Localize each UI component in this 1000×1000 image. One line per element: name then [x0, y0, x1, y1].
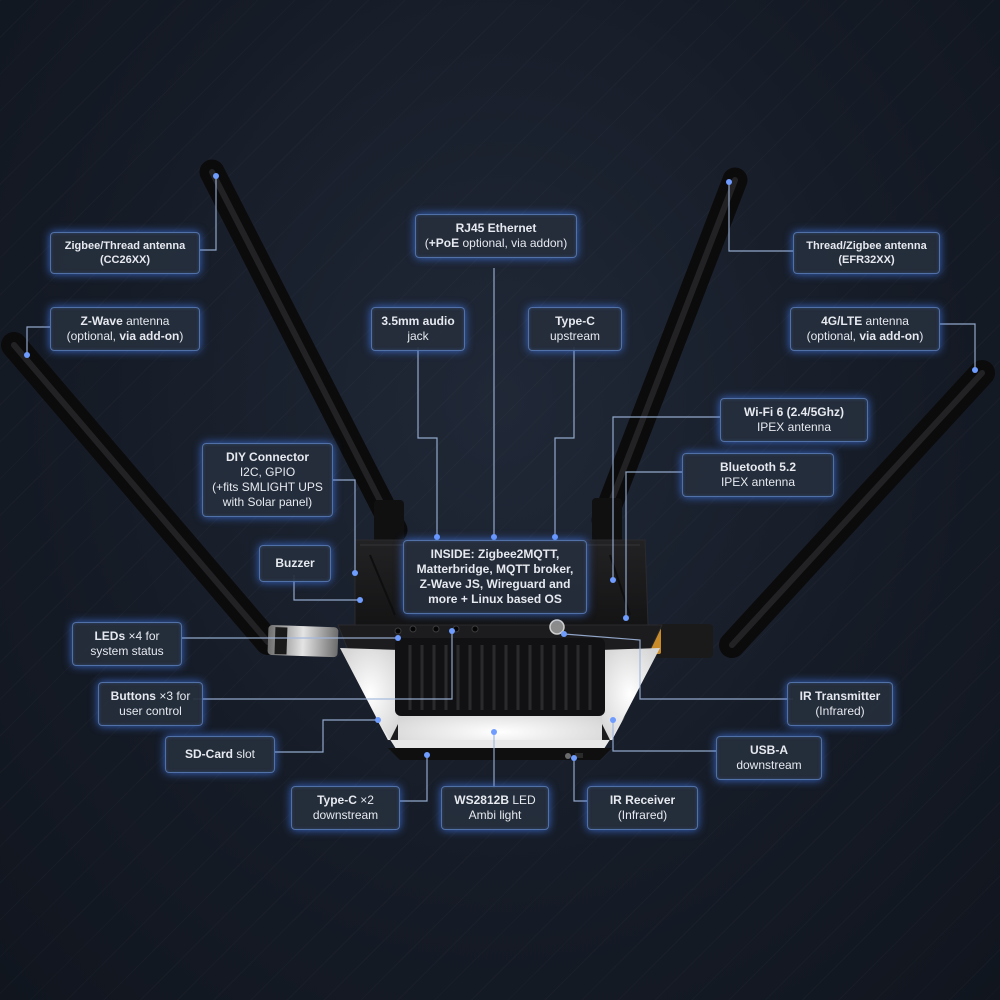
- callout-emphasis: via add-on: [119, 329, 180, 343]
- leader-dots: [24, 173, 978, 761]
- thread-zigbee-antenna-callout: Thread/Zigbee antenna (EFR32XX): [793, 232, 940, 274]
- lte-antenna: [651, 360, 995, 658]
- callout-text: with Solar panel): [222, 495, 313, 509]
- leds-callout: LEDs ×4 for system status: [72, 622, 182, 666]
- callout-text: optional, via addon): [459, 236, 568, 250]
- callout-text: (: [424, 236, 429, 250]
- callout-title: Type-C: [317, 793, 357, 807]
- typec-downstream-callout: Type-C ×2 downstream: [291, 786, 400, 830]
- callout-text: Ambi light: [468, 808, 522, 822]
- zigbee-thread-antenna-callout: Zigbee/Thread antenna (CC26XX): [50, 232, 200, 274]
- callout-title: Wi-Fi 6 (2.4/5Ghz): [744, 405, 844, 419]
- callout-title: DIY Connector: [225, 450, 310, 464]
- callout-text: (optional,: [66, 329, 120, 343]
- callout-text: user control: [119, 704, 182, 718]
- usb-a-callout: USB-A downstream: [716, 736, 822, 780]
- callout-title: Type-C: [555, 314, 595, 328]
- callout-title-rest: ×4 for: [125, 629, 160, 643]
- callout-text: (Infrared): [617, 808, 668, 822]
- callout-title-rest: antenna: [122, 314, 170, 328]
- callout-title-rest: ×2: [356, 793, 374, 807]
- ir-transmitter-callout: IR Transmitter (Infrared): [787, 682, 893, 726]
- callout-title: Thread/Zigbee antenna: [806, 240, 927, 252]
- callout-text: IPEX antenna: [756, 420, 832, 434]
- callout-text: (optional,: [806, 329, 860, 343]
- callout-text: system status: [90, 644, 164, 658]
- callout-title-rest: slot: [233, 747, 256, 761]
- callout-text: downstream: [312, 808, 379, 822]
- callout-title: IR Transmitter: [799, 689, 881, 703]
- callout-title-rest: antenna: [862, 314, 909, 328]
- ws2812b-led-callout: WS2812B LED Ambi light: [441, 786, 549, 830]
- inside-software-callout: INSIDE: Zigbee2MQTT, Matterbridge, MQTT …: [403, 540, 587, 614]
- buzzer-callout: Buzzer: [259, 545, 331, 582]
- zigbee-thread-antenna: [199, 159, 408, 545]
- zwave-antenna-callout: Z-Wave antenna (optional, via add-on): [50, 307, 200, 351]
- callout-text: ): [919, 329, 924, 343]
- callout-title: RJ45 Ethernet: [455, 221, 537, 235]
- callout-emphasis: +PoE: [428, 236, 460, 250]
- sd-card-callout: SD-Card slot: [165, 736, 275, 773]
- diy-connector-callout: DIY Connector I2C, GPIO (+fits SMLIGHT U…: [202, 443, 333, 517]
- callout-title: LEDs: [94, 629, 126, 643]
- thread-zigbee-antenna: [591, 167, 748, 543]
- callout-title: 3.5mm audio: [381, 314, 455, 328]
- callout-title: Buttons: [110, 689, 156, 703]
- callout-title: WS2812B: [454, 793, 509, 807]
- callout-title: Zigbee/Thread antenna: [64, 240, 186, 252]
- callout-text: INSIDE: Zigbee2MQTT,: [430, 547, 560, 561]
- bluetooth-callout: Bluetooth 5.2 IPEX antenna: [682, 453, 834, 497]
- callout-title: Buzzer: [275, 556, 315, 570]
- callout-title: SD-Card: [184, 747, 233, 761]
- callout-text: IPEX antenna: [720, 475, 796, 489]
- callout-title: 4G/LTE: [821, 314, 863, 328]
- rj45-ethernet-callout: RJ45 Ethernet (+PoE optional, via addon): [415, 214, 577, 258]
- wifi-callout: Wi-Fi 6 (2.4/5Ghz) IPEX antenna: [720, 398, 868, 442]
- callout-title: IR Receiver: [609, 793, 676, 807]
- leader-lines: [26, 176, 976, 802]
- callout-text: I2C, GPIO: [239, 465, 296, 479]
- callout-title: Z-Wave: [80, 314, 123, 328]
- callout-text: downstream: [736, 758, 802, 772]
- callout-text: upstream: [549, 329, 601, 343]
- callout-title-rest: LED: [509, 793, 536, 807]
- callout-subtitle: (CC26XX): [99, 254, 151, 266]
- ir-receiver-callout: IR Receiver (Infrared): [587, 786, 698, 830]
- callout-text: (+fits SMLIGHT UPS: [212, 480, 323, 494]
- callout-text: more + Linux based OS: [428, 592, 562, 606]
- callout-emphasis: via add-on: [859, 329, 920, 343]
- lte-antenna-callout: 4G/LTE antenna (optional, via add-on): [790, 307, 940, 351]
- callout-title: USB-A: [750, 743, 788, 757]
- callout-text: jack: [407, 329, 429, 343]
- callout-text: (Infrared): [815, 704, 865, 718]
- callout-text: ): [179, 329, 184, 343]
- buttons-callout: Buttons ×3 for user control: [98, 682, 203, 726]
- callout-text: Z-Wave JS, Wireguard and: [419, 577, 571, 591]
- callout-subtitle: (EFR32XX): [838, 254, 895, 266]
- callout-text: Matterbridge, MQTT broker,: [416, 562, 574, 576]
- audio-jack-callout: 3.5mm audio jack: [371, 307, 465, 351]
- typec-upstream-callout: Type-C upstream: [528, 307, 622, 351]
- callout-title-rest: ×3 for: [155, 689, 191, 703]
- zwave-antenna: [1, 332, 339, 658]
- callout-title: Bluetooth 5.2: [719, 460, 796, 474]
